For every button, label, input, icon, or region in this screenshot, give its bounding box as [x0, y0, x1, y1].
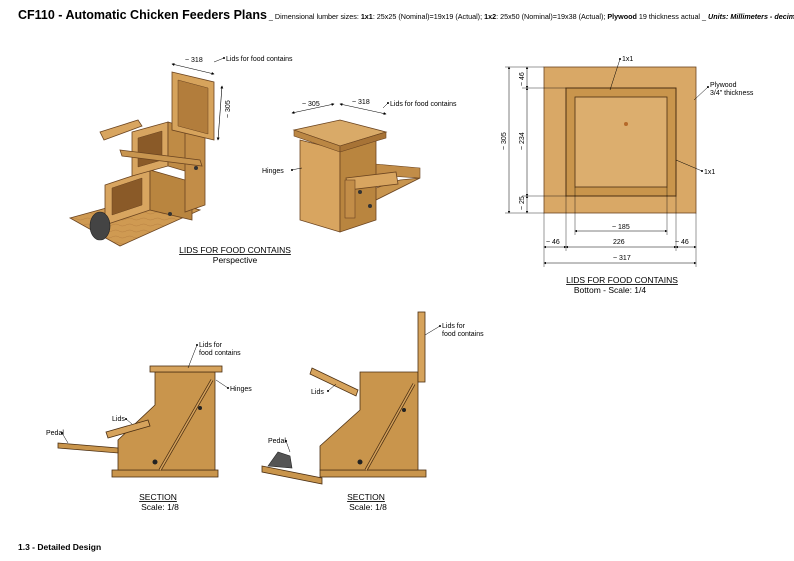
dim-185: ~ 185 — [612, 224, 630, 231]
plywood-label-bottom: Plywood — [710, 82, 737, 89]
plan-title: CF110 - Automatic Chicken Feeders Plans — [18, 8, 267, 22]
units-label: Units: Millimeters - decimal — [708, 12, 794, 21]
label-1x1-right: 1x1 — [704, 169, 715, 176]
lumber-1x1-desc: : 25x25 (Nominal)=19x19 (Actual); — [372, 12, 485, 21]
perspective-feeder-right — [292, 119, 421, 233]
header-lumber-intro: _ Dimensional lumber sizes: — [266, 12, 361, 21]
section-1-labels: Lids for food contains Hinges Lids Pedal — [46, 342, 252, 444]
dim-305-left: ~ 305 — [225, 100, 232, 118]
lids-label-right: Lids for food contains — [390, 101, 457, 108]
section-2-caption: SECTION Scale: 1/8 — [347, 492, 387, 512]
section-2-drawing — [261, 311, 427, 485]
perspective-caption: LIDS FOR FOOD CONTAINS Perspective — [179, 245, 291, 265]
perspective-caption-sub: Perspective — [213, 255, 258, 265]
plywood-label: Plywood — [607, 12, 637, 21]
section-1-drawing — [57, 365, 223, 478]
section2-lids-for: Lids for — [442, 323, 466, 330]
bottom-caption: LIDS FOR FOOD CONTAINS Bottom - Scale: 1… — [566, 275, 678, 295]
lumber-1x2-label: 1x2 — [484, 12, 497, 21]
section1-food-contains: food contains — [199, 350, 241, 357]
section1-hinges: Hinges — [230, 386, 252, 393]
section-2-labels: Lids for food contains Lids Pedal — [268, 323, 484, 453]
bottom-caption-sub: Bottom - Scale: 1/4 — [574, 285, 647, 295]
section1-caption-title: SECTION — [139, 492, 177, 502]
section2-pedal: Pedal — [268, 438, 286, 445]
dim-317: ~ 317 — [613, 255, 631, 262]
dim-318-left: ~ 318 — [185, 57, 203, 64]
plywood-desc: 19 thickness actual _ — [636, 12, 709, 21]
plywood-thickness: 3/4" thickness — [710, 90, 754, 97]
dim-305-right: ~ 305 — [302, 101, 320, 108]
section2-lids: Lids — [311, 389, 324, 396]
section1-lids: Lids — [112, 416, 125, 423]
dim-305-bottom: ~ 305 — [501, 132, 508, 150]
bottom-view-plan — [543, 66, 697, 214]
section1-pedal: Pedal — [46, 430, 64, 437]
dim-25: ~ 25 — [519, 196, 526, 210]
footer-label: 1.3 - Detailed Design — [18, 542, 102, 552]
page-header: CF110 - Automatic Chicken Feeders Plans … — [18, 8, 794, 22]
section2-caption-sub: Scale: 1/8 — [349, 502, 387, 512]
dim-46-right: ~ 46 — [675, 239, 689, 246]
lumber-1x1-label: 1x1 — [360, 12, 373, 21]
perspective-right-dimensions: ~ 305 ~ 318 Lids for food contains Hinge… — [262, 99, 457, 175]
label-1x1-top: 1x1 — [622, 56, 633, 63]
dim-234: ~ 234 — [519, 132, 526, 150]
perspective-feeder-left — [68, 71, 215, 247]
perspective-left-dimensions: ~ 318 ~ 305 Lids for food contains — [171, 56, 293, 141]
dim-226: 226 — [613, 239, 625, 246]
perspective-caption-title: LIDS FOR FOOD CONTAINS — [179, 245, 291, 255]
dim-318-right: ~ 318 — [352, 99, 370, 106]
section-1-caption: SECTION Scale: 1/8 — [139, 492, 179, 512]
hinges-label: Hinges — [262, 168, 284, 175]
section2-caption-title: SECTION — [347, 492, 385, 502]
section1-caption-sub: Scale: 1/8 — [141, 502, 179, 512]
lumber-1x2-desc: : 25x50 (Nominal)=19x38 (Actual); — [496, 12, 608, 21]
section2-food-contains: food contains — [442, 331, 484, 338]
bottom-caption-title: LIDS FOR FOOD CONTAINS — [566, 275, 678, 285]
bottom-view-dimensions: ~ 46 ~ 234 ~ 305 ~ 25 ~ 185 ~ 46 226 ~ 4… — [501, 56, 754, 267]
section1-lids-for: Lids for — [199, 342, 223, 349]
dim-46-vertical: ~ 46 — [519, 72, 526, 86]
dim-46-left: ~ 46 — [546, 239, 560, 246]
lids-label-left: Lids for food contains — [226, 56, 293, 63]
